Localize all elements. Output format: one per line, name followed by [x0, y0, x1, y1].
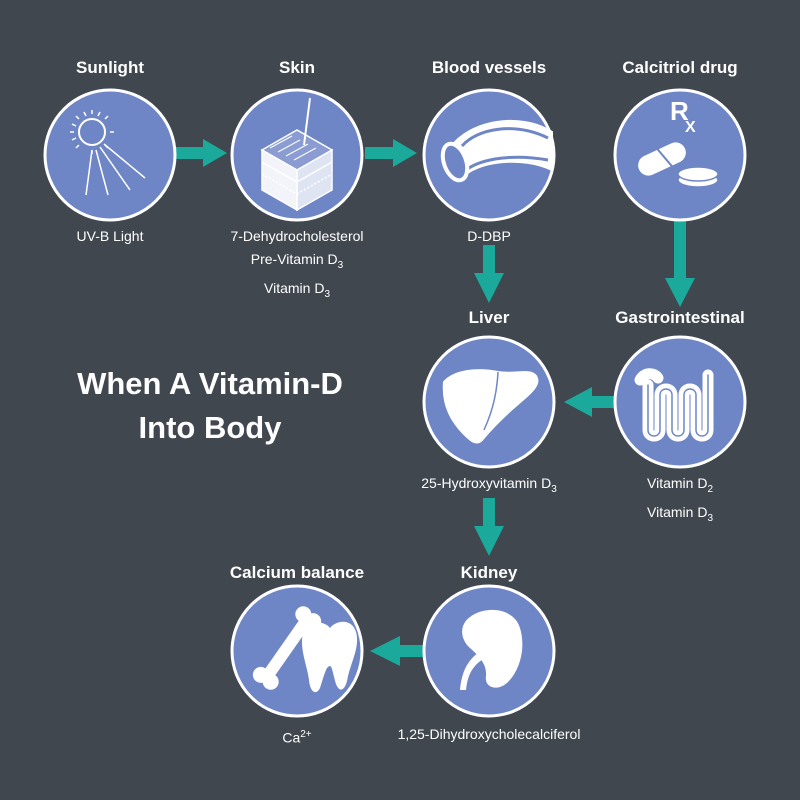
- rx-symbol: R X: [670, 96, 696, 136]
- vitamin-d3-label: Vitamin D3: [264, 279, 330, 300]
- arrow-liver-to-kidney: [474, 498, 504, 556]
- kidney-icon: [460, 609, 523, 690]
- blood-vessel-icon: [440, 120, 553, 183]
- gi-desc: Vitamin D2 Vitamin D3: [570, 472, 790, 530]
- pre-vitamin-d3-label: Pre-Vitamin D3: [250, 251, 344, 271]
- main-title-line-2: Into Body: [138, 410, 282, 445]
- arrow-sunlight-to-skin: [175, 139, 227, 167]
- dehydrocholesterol-label: 7-Dehydrocholesterol: [230, 228, 364, 244]
- arrow-skin-to-blood: [365, 139, 417, 167]
- dihydroxycholecalciferol-label: 1,25-Dihydroxycholecalciferol: [397, 726, 581, 742]
- skin-layers-icon: [260, 97, 334, 212]
- sunlight-desc: UV-B Light: [0, 225, 220, 248]
- svg-text:R: R: [670, 96, 689, 126]
- calcium-desc: Ca2+: [282, 729, 312, 746]
- uvb-light-label: UV-B Light: [76, 228, 144, 244]
- skin-desc: 7-Dehydrocholesterol Pre-Vitamin D3 Vita…: [187, 225, 407, 306]
- skin-title: Skin: [279, 58, 315, 77]
- calcium-ion-label: Ca: [282, 729, 301, 746]
- kidney-title: Kidney: [460, 563, 518, 582]
- liver-icon: [442, 369, 539, 444]
- liver-title: Liver: [468, 308, 510, 327]
- arrow-kidney-to-calcium: [370, 636, 424, 666]
- vitamin-d2-label: Vitamin D2: [647, 475, 713, 495]
- arrow-gi-to-liver: [564, 387, 616, 417]
- bone-tooth-icon: [252, 606, 358, 693]
- blood-vessels-title: Blood vessels: [431, 58, 547, 77]
- main-title-line-1: When A Vitamin-D: [77, 366, 343, 401]
- flow-arrows: [175, 139, 695, 666]
- kidney-desc: 1,25-Dihydroxycholecalciferol: [379, 723, 599, 746]
- arrow-blood-to-liver: [474, 245, 504, 303]
- sun-icon: [70, 110, 146, 196]
- arrow-drug-to-gi: [665, 218, 695, 307]
- calcium-balance-title: Calcium balance: [229, 563, 365, 582]
- sunlight-title: Sunlight: [76, 58, 144, 77]
- hydroxyvitamin-label: 25-Hydroxyvitamin D: [421, 475, 552, 491]
- main-title: When A Vitamin-D Into Body: [40, 362, 380, 450]
- blood-desc: D-DBP: [379, 225, 599, 248]
- liver-desc: 25-Hydroxyvitamin D3: [421, 475, 557, 495]
- intestine-icon: [634, 368, 714, 442]
- d-dbp-label: D-DBP: [467, 228, 511, 244]
- svg-text:X: X: [685, 119, 696, 136]
- vitamin-d3-gi-label: Vitamin D3: [647, 503, 713, 524]
- pills-icon: [636, 140, 719, 188]
- sunlight-circle: [43, 88, 177, 222]
- gastrointestinal-title: Gastrointestinal: [615, 308, 745, 327]
- calcitriol-drug-title: Calcitriol drug: [622, 58, 738, 77]
